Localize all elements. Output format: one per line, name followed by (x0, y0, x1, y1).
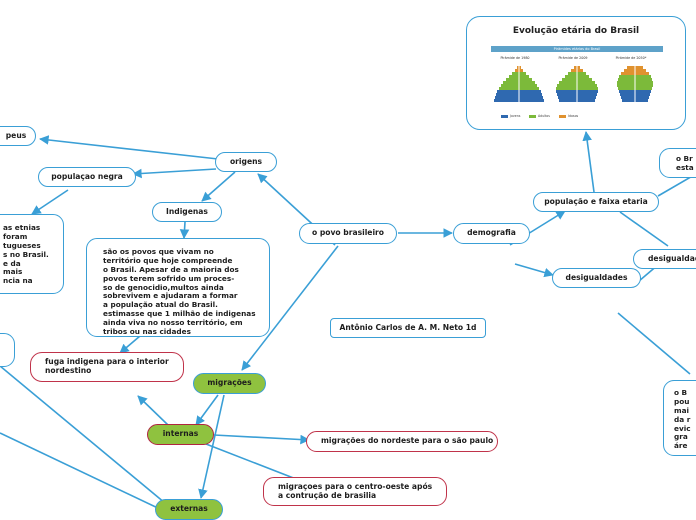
node-povo-brasileiro[interactable]: o povo brasileiro (299, 223, 397, 244)
node-o-brasil-esta[interactable]: o Br esta (659, 148, 696, 178)
node-populacao-faixa-etaria[interactable]: população e faixa etaria (533, 192, 659, 212)
node-indigenas-text[interactable]: são os povos que vivam no território que… (86, 238, 270, 337)
node-migracoes[interactable]: migrações (193, 373, 266, 394)
pyramid-1980-icon (494, 66, 544, 102)
pyramid-2050-icon (617, 66, 653, 102)
node-evolucao-etaria-image[interactable]: Evolução etária do Brasil Pirâmides etár… (466, 16, 686, 130)
legend-swatch-idosos (559, 114, 566, 118)
pyramid-label-2050: Pirâmide de 2050* (615, 56, 647, 60)
node-etnias-text[interactable]: as etnias foram tugueses s no Brasil. e … (0, 214, 64, 294)
image-band: Pirâmides etárias do Brasil (491, 46, 663, 52)
node-populacao-negra[interactable]: populaçao negra (38, 167, 136, 187)
image-title: Evolução etária do Brasil (512, 26, 640, 36)
node-desigualdades[interactable]: desigualdades (552, 268, 641, 288)
node-left-cut[interactable] (0, 333, 15, 367)
node-externas[interactable]: externas (155, 499, 223, 520)
node-migracoes-nordeste[interactable]: migrações do nordeste para o são paulo (306, 431, 498, 452)
node-europeus[interactable]: peus (0, 126, 36, 146)
legend-idosos: Idosos (559, 114, 578, 118)
node-internas[interactable]: internas (147, 424, 214, 445)
node-indigenas[interactable]: Indigenas (152, 202, 222, 222)
node-autor[interactable]: Antônio Carlos de A. M. Neto 1d (330, 318, 486, 338)
pyramid-label-1980: Pirâmide de 1980 (500, 56, 530, 60)
node-demografia[interactable]: demografia (453, 223, 530, 244)
node-origens[interactable]: origens (215, 152, 277, 172)
legend-jovens: Jovens (501, 114, 520, 118)
node-desigualdades-right[interactable]: desigualdad (633, 249, 696, 269)
pyramid-label-2009: Pirâmide de 2009 (558, 56, 588, 60)
node-o-brasil-long[interactable]: o B pou mai da r evic gra áre (663, 380, 696, 456)
legend-swatch-adultos (529, 114, 536, 118)
pyramid-2009-icon (556, 66, 598, 102)
legend-swatch-jovens (501, 114, 508, 118)
node-migracoes-centro-oeste[interactable]: migraçoes para o centro-oeste após a con… (263, 477, 447, 506)
legend-adultos: Adultos (529, 114, 550, 118)
node-fuga-indigena[interactable]: fuga indigena para o interior nordestino (30, 352, 184, 382)
